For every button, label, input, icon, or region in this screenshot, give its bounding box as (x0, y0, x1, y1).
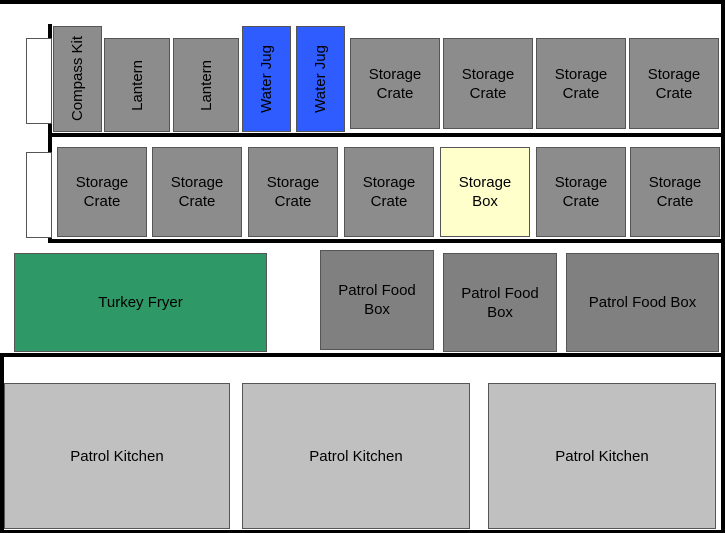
shelf-stub-top (26, 38, 52, 124)
frame-top (0, 0, 725, 4)
storage-crate: Storage Crate (536, 38, 626, 129)
storage-crate-label: Storage Crate (75, 174, 129, 210)
patrol-kitchen-label: Patrol Kitchen (555, 447, 649, 465)
compass-kit-label: Compass Kit (69, 36, 86, 122)
patrol-kitchen: Patrol Kitchen (488, 383, 716, 529)
frame-left-lower (0, 353, 4, 533)
storage-crate: Storage Crate (248, 147, 338, 237)
storage-crate-label: Storage Crate (362, 174, 416, 210)
water-jug: Water Jug (296, 26, 345, 132)
storage-crate-label: Storage Crate (170, 174, 224, 210)
storage-crate: Storage Crate (344, 147, 434, 237)
lantern: Lantern (173, 38, 239, 132)
frame-bottom (0, 530, 725, 533)
patrol-food-box: Patrol Food Box (443, 253, 557, 352)
storage-box: Storage Box (440, 147, 530, 237)
water-jug: Water Jug (242, 26, 291, 132)
patrol-kitchen-label: Patrol Kitchen (309, 447, 403, 465)
turkey-fryer: Turkey Fryer (14, 253, 267, 352)
storage-box-label: Storage Box (458, 174, 512, 210)
patrol-kitchen-label: Patrol Kitchen (70, 447, 164, 465)
floor-divider (0, 353, 725, 357)
storage-crate-label: Storage Crate (648, 174, 702, 210)
water-jug-label: Water Jug (312, 45, 329, 113)
storage-crate: Storage Crate (350, 38, 440, 129)
lantern-label: Lantern (128, 59, 146, 111)
storage-crate-label: Storage Crate (461, 65, 515, 102)
storage-crate: Storage Crate (152, 147, 242, 237)
storage-crate: Storage Crate (630, 147, 720, 237)
turkey-fryer-label: Turkey Fryer (98, 294, 183, 311)
patrol-kitchen: Patrol Kitchen (4, 383, 230, 529)
storage-crate: Storage Crate (629, 38, 719, 129)
storage-crate-label: Storage Crate (554, 174, 608, 210)
shelf-stub-middle (26, 152, 52, 238)
patrol-food-box-label: Patrol Food Box (461, 284, 539, 321)
lantern: Lantern (104, 38, 170, 132)
patrol-food-box-label: Patrol Food Box (338, 282, 416, 318)
storage-crate-label: Storage Crate (647, 65, 701, 102)
frame-right (721, 0, 725, 533)
storage-crate: Storage Crate (57, 147, 147, 237)
storage-crate-label: Storage Crate (266, 174, 320, 210)
storage-crate-label: Storage Crate (554, 65, 608, 102)
lantern-label: Lantern (197, 59, 215, 111)
patrol-food-box-label: Patrol Food Box (588, 294, 697, 311)
patrol-food-box: Patrol Food Box (320, 250, 434, 350)
patrol-food-box: Patrol Food Box (566, 253, 719, 352)
storage-crate: Storage Crate (536, 147, 626, 237)
shelf-divider (48, 133, 725, 137)
storage-crate-label: Storage Crate (368, 65, 422, 102)
compass-kit: Compass Kit (53, 26, 102, 132)
shelf-bottom-edge (48, 239, 725, 243)
water-jug-label: Water Jug (258, 45, 275, 113)
patrol-kitchen: Patrol Kitchen (242, 383, 470, 529)
storage-crate: Storage Crate (443, 38, 533, 129)
